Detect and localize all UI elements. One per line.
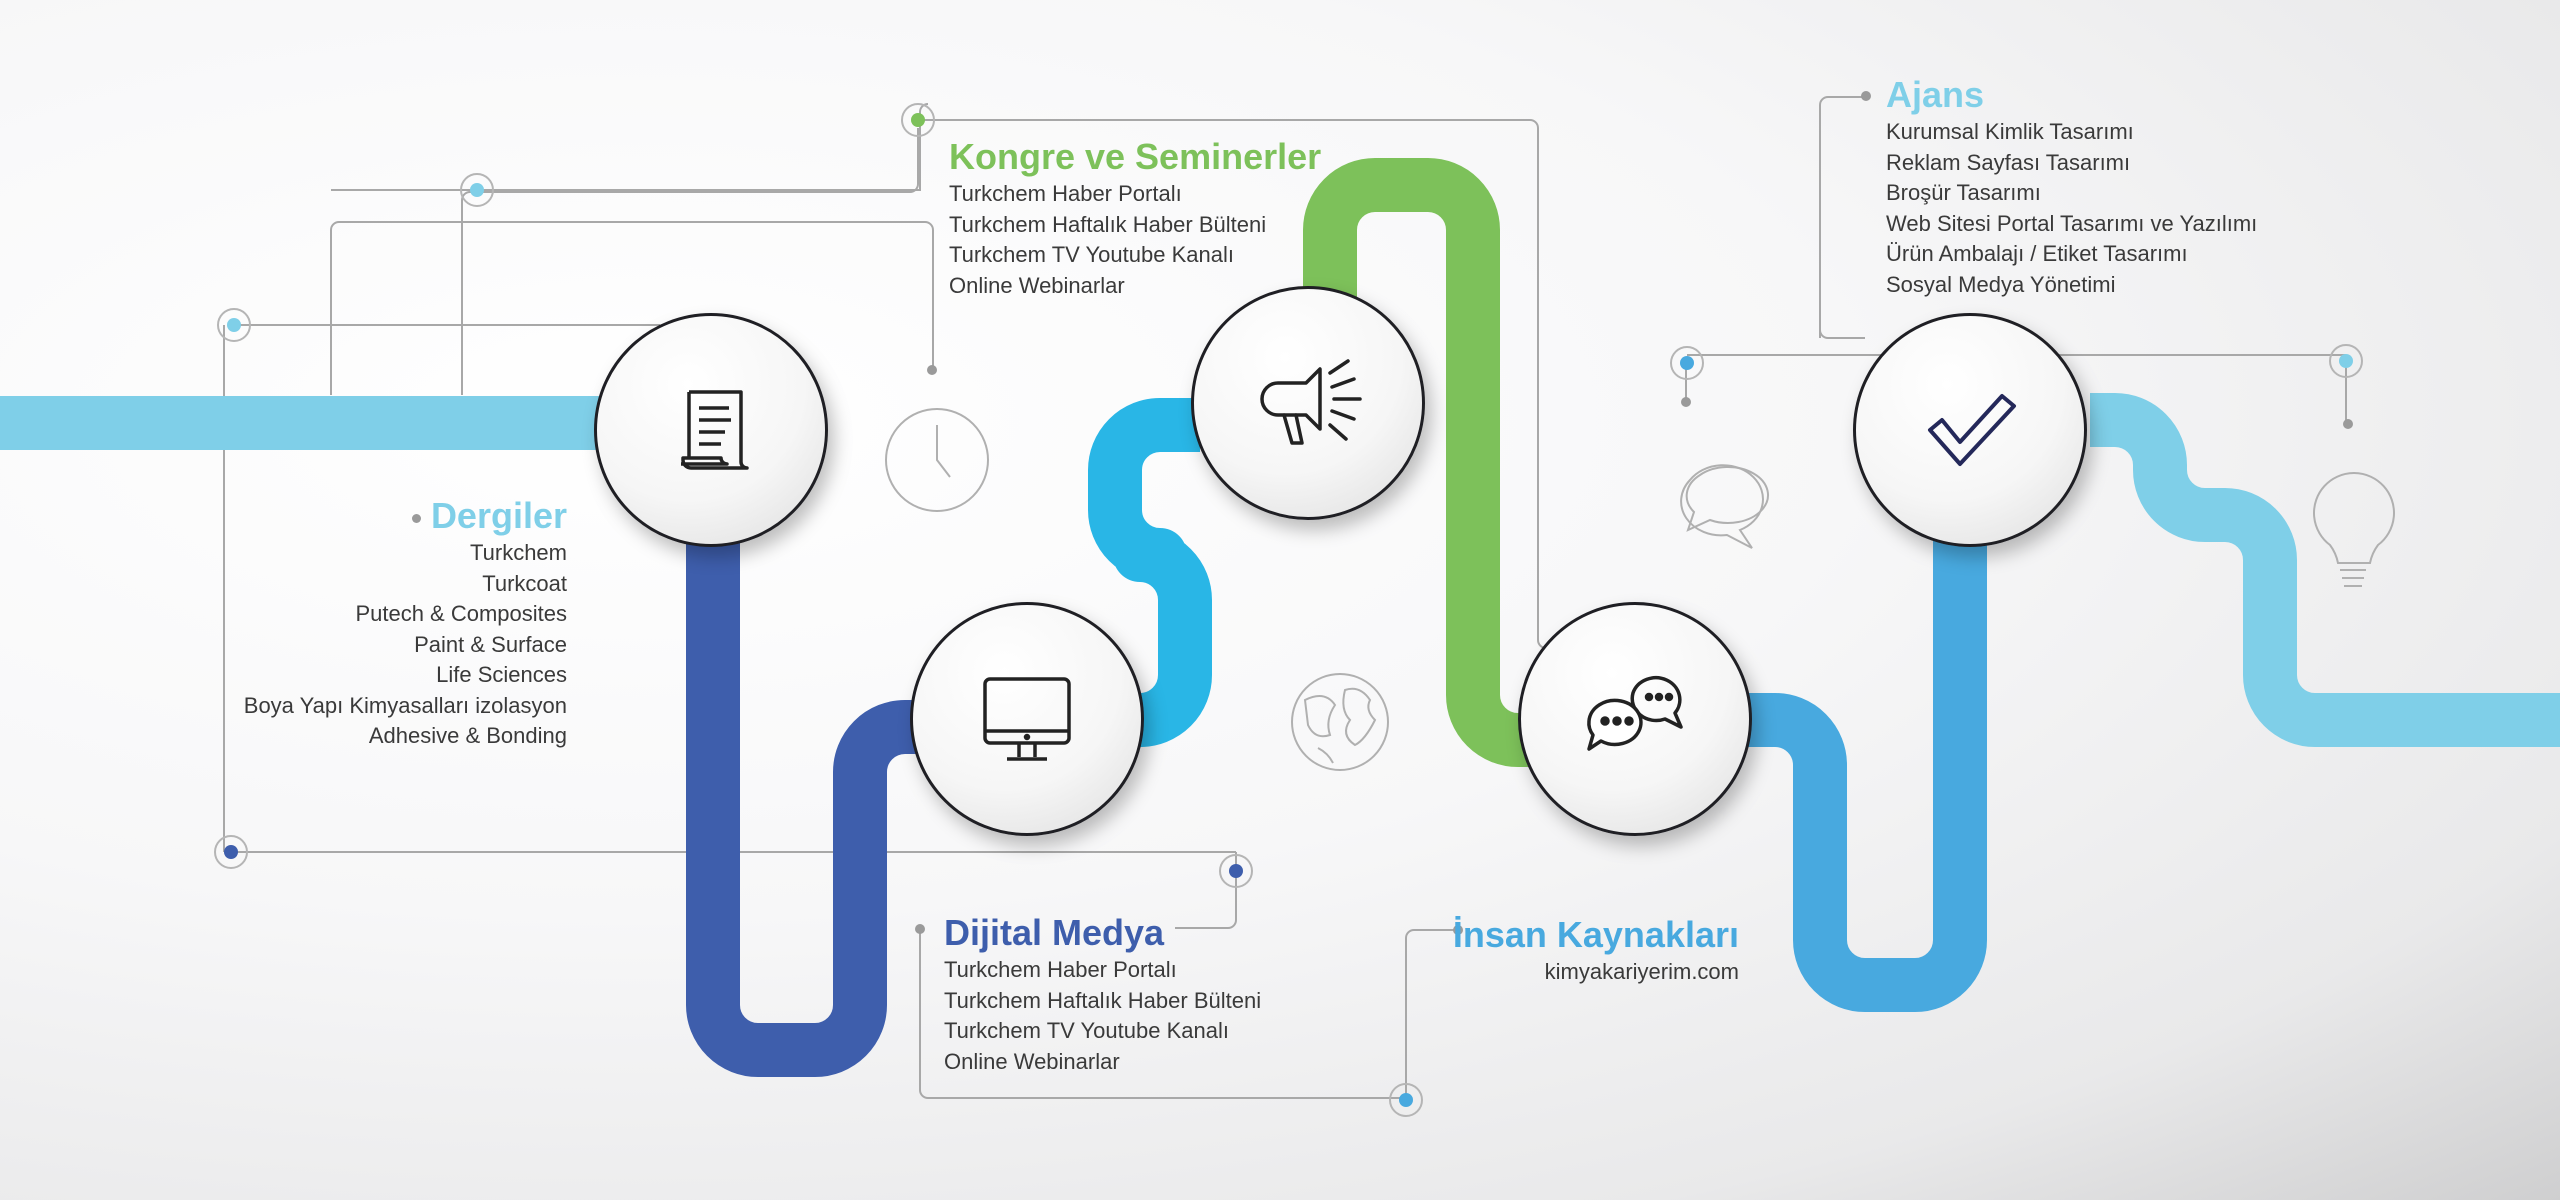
insan-block: İnsan Kaynakları kimyakariyerim.com (1453, 913, 1739, 988)
dijital-title: Dijital Medya (944, 912, 1165, 953)
kongre-list: Turkchem Haber Portalı Turkchem Haftalık… (949, 179, 1321, 301)
route-navy (686, 480, 990, 1077)
ajans-title: Ajans (1886, 74, 1985, 115)
list-item: Turkchem Haber Portalı (949, 181, 1182, 206)
list-item: kimyakariyerim.com (1544, 959, 1739, 984)
dergiler-block: Dergiler Turkchem Turkcoat Putech & Comp… (244, 494, 567, 752)
kongre-block: Kongre ve Seminerler Turkchem Haber Port… (949, 135, 1321, 301)
insan-icon-circle (1518, 602, 1752, 836)
dergiler-icon-circle (594, 313, 828, 547)
list-item: Life Sciences (436, 662, 567, 687)
list-item: Broşür Tasarımı (1886, 180, 2041, 205)
list-item: Turkchem TV Youtube Kanalı (949, 242, 1234, 267)
lightbulb-icon (2313, 472, 2395, 587)
megaphone-icon (1260, 359, 1362, 445)
dergiler-list: Turkchem Turkcoat Putech & Composites Pa… (244, 538, 567, 752)
list-item: Kurumsal Kimlik Tasarımı (1886, 119, 2134, 144)
list-item: Turkchem TV Youtube Kanalı (944, 1018, 1229, 1043)
speech-bubbles-icon (1680, 464, 1769, 549)
ajans-list: Kurumsal Kimlik Tasarımı Reklam Sayfası … (1886, 117, 2257, 300)
globe-icon (1291, 673, 1389, 771)
clock-icon (885, 408, 989, 512)
list-item: Boya Yapı Kimyasalları izolasyon (243, 692, 567, 718)
dijital-list: Turkchem Haber Portalı Turkchem Haftalık… (944, 955, 1261, 1077)
list-item: Paint & Surface (414, 631, 567, 657)
dijital-block: Dijital Medya Turkchem Haber Portalı Tur… (944, 911, 1261, 1077)
kongre-title: Kongre ve Seminerler (949, 136, 1322, 177)
list-item: Turkchem Haftalık Haber Bülteni (949, 211, 1267, 237)
kongre-icon-circle (1191, 286, 1425, 520)
route-cyan (1088, 398, 1212, 747)
monitor-icon (983, 677, 1071, 761)
document-icon (681, 390, 749, 470)
list-item: Reklam Sayfası Tasarımı (1886, 149, 2131, 175)
list-item: Turkchem (470, 540, 567, 565)
list-item: Turkchem Haber Portalı (944, 957, 1177, 982)
chat-bubbles-icon (1587, 676, 1683, 751)
connector-dots (214, 91, 2363, 1117)
list-item: Ürün Ambalajı / Etiket Tasarımı (1886, 241, 2188, 266)
list-item: Sosyal Medya Yönetimi (1886, 271, 2116, 297)
insan-title: İnsan Kaynakları (1452, 914, 1739, 955)
dergiler-title-row: Dergiler (244, 494, 567, 538)
bullet-dot (411, 513, 421, 523)
list-item: Turkchem Haftalık Haber Bülteni (944, 987, 1262, 1013)
ajans-icon-circle (1853, 313, 2087, 547)
dijital-icon-circle (910, 602, 1144, 836)
route-mid-blue (1740, 520, 1987, 1012)
list-item: Online Webinarlar (944, 1048, 1120, 1074)
ajans-block: Ajans Kurumsal Kimlik Tasarımı Reklam Sa… (1886, 73, 2257, 300)
list-item: Adhesive & Bonding (368, 723, 567, 748)
route-paths (0, 158, 2560, 1077)
list-item: Putech & Composites (355, 601, 567, 626)
insan-list: kimyakariyerim.com (1453, 957, 1739, 988)
list-item: Turkcoat (482, 570, 567, 596)
list-item: Online Webinarlar (949, 272, 1125, 298)
dergiler-title: Dergiler (430, 495, 567, 536)
list-item: Web Sitesi Portal Tasarımı ve Yazılımı (1886, 210, 2258, 236)
route-green (1303, 158, 1545, 767)
route-light-blue-end (2088, 393, 2560, 747)
checkmark-icon (1928, 394, 2016, 466)
